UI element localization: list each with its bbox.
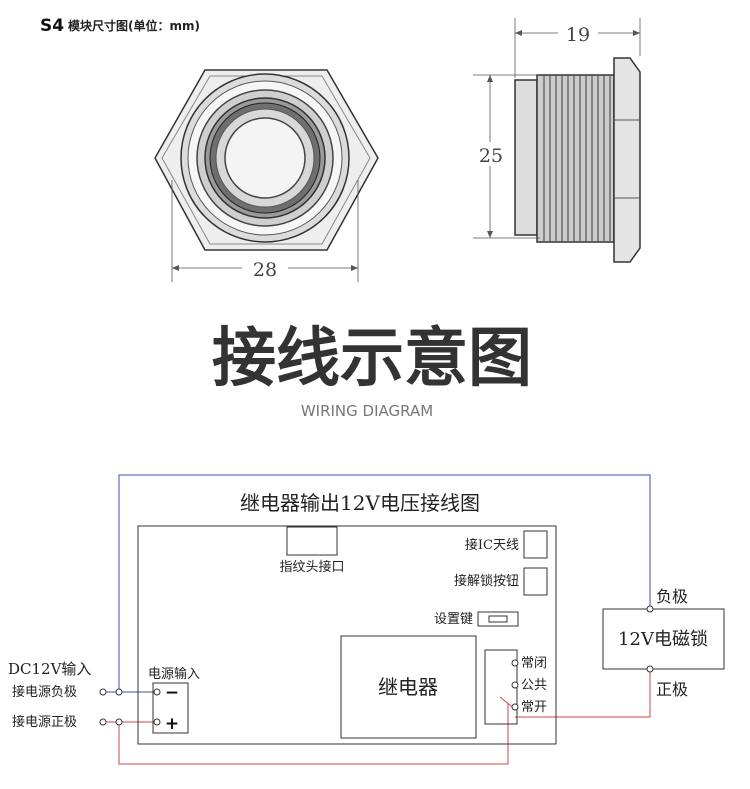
settings-key-label: 设置键 xyxy=(434,612,473,627)
power-input-label: 电源输入 xyxy=(148,666,200,682)
module-title-text: 模块尺寸图(单位：mm) xyxy=(68,18,200,33)
module-side-view: 19 25 xyxy=(473,18,641,263)
unlock-button-label: 接解锁按钮 xyxy=(454,573,519,589)
module-title-code: S4 xyxy=(40,16,64,36)
lock-negative-terminal xyxy=(646,605,654,613)
dim-height-label: 25 xyxy=(479,145,503,167)
no-label: 常开 xyxy=(521,700,547,715)
dc-positive-point xyxy=(99,718,107,726)
lock-negative-label: 负极 xyxy=(656,587,688,606)
controller-board xyxy=(137,525,557,745)
wiring-subheading: WIRING DIAGRAM xyxy=(301,402,433,420)
power-terminal-positive xyxy=(153,718,161,726)
terminal-nc xyxy=(511,659,519,667)
relay-block xyxy=(340,635,477,739)
relay-label: 继电器 xyxy=(378,675,438,699)
ic-antenna-port xyxy=(523,530,548,559)
button-head-side xyxy=(514,79,538,236)
com-label: 公共 xyxy=(521,678,547,693)
dc-negative-point xyxy=(99,688,107,696)
lock-label: 12V电磁锁 xyxy=(618,629,708,650)
wiring-heading: 接线示意图 xyxy=(212,322,532,396)
module-front-view: 28 xyxy=(154,69,379,282)
threaded-body xyxy=(536,74,615,243)
power-terminal-negative xyxy=(153,688,161,696)
dim-depth-label: 19 xyxy=(566,24,590,46)
nc-label: 常闭 xyxy=(521,656,547,671)
unlock-button-port xyxy=(523,567,548,596)
minus-sign: − xyxy=(165,683,179,703)
ic-antenna-label: 接IC天线 xyxy=(465,537,519,553)
power-negative-label: 接电源负极 xyxy=(12,684,77,700)
plus-sign: + xyxy=(165,714,179,734)
dc-input-label: DC12V输入 xyxy=(8,660,91,678)
lock-positive-label: 正极 xyxy=(656,680,688,699)
electromagnetic-lock xyxy=(602,608,725,670)
thread-lines xyxy=(543,75,611,242)
settings-key xyxy=(477,611,519,627)
terminal-no xyxy=(511,703,519,711)
dim-width-label: 28 xyxy=(253,259,277,281)
fingerprint-port xyxy=(286,526,338,556)
button-face xyxy=(224,117,306,199)
power-input-terminal xyxy=(152,682,189,734)
lock-positive-terminal xyxy=(646,665,654,673)
nut-side xyxy=(613,57,641,263)
fingerprint-port-label: 指纹头接口 xyxy=(279,559,344,575)
terminal-com xyxy=(511,681,519,689)
board-title: 继电器输出12V电压接线图 xyxy=(240,491,480,515)
power-positive-label: 接电源正极 xyxy=(12,714,77,730)
